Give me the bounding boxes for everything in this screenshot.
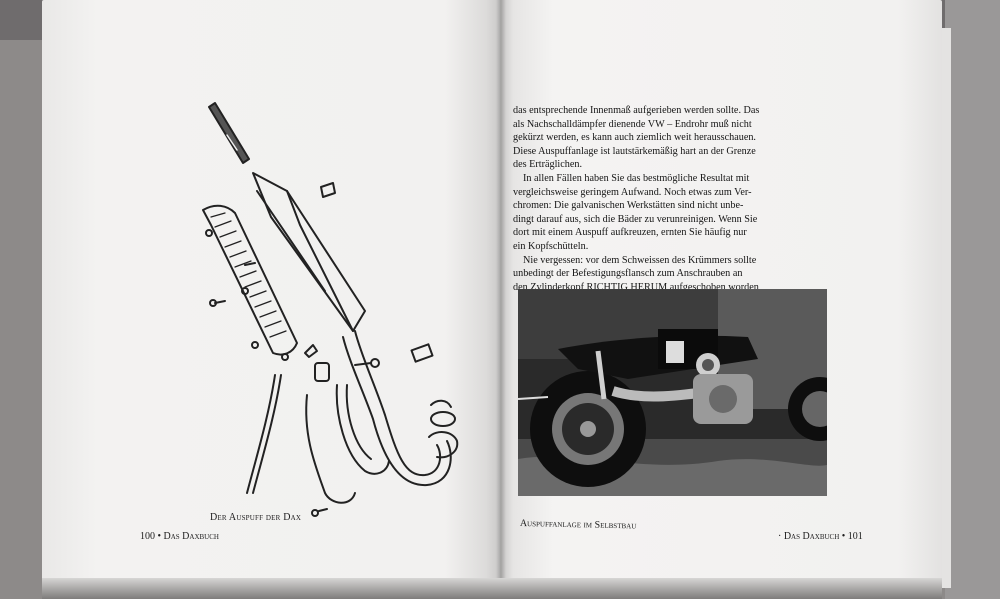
exhaust-exploded-drawing <box>202 102 459 517</box>
text-line: chromen: Die galvanischen Werkstätten si… <box>513 200 744 212</box>
text-line: ein Kopfschütteln. <box>513 240 589 252</box>
text-line: des Erträglichen. <box>513 159 583 171</box>
text-line: das entsprechende Innenmaß aufgerieben w… <box>513 105 760 116</box>
text-line: als Nachschalldämpfer dienende VW – Endr… <box>513 118 752 130</box>
text-line: Nie vergessen: vor dem Schweissen des Kr… <box>523 254 757 266</box>
text-line: gekürzt werden, es kann auch ziemlich we… <box>513 132 756 144</box>
bottom-shadow <box>42 578 942 599</box>
text-line: dingt darauf aus, sich die Bäder zu veru… <box>513 213 758 225</box>
text-line: den Zylinderkopf RICHTIG HERUM aufgescho… <box>513 281 759 293</box>
right-body-text: das entsprechende Innenmaß aufgerieben w… <box>513 104 788 294</box>
book-gutter <box>496 0 506 599</box>
text-line: vergleichsweise geringem Aufwand. Noch e… <box>513 186 752 198</box>
left-page <box>42 0 500 590</box>
left-figure-caption: Der Auspuff der Dax <box>210 512 302 523</box>
text-line: In allen Fällen haben Sie das bestmöglic… <box>523 172 750 184</box>
text-line: Diese Auspuffanlage ist lautstärkemäßig … <box>513 145 756 157</box>
text-line: unbedingt der Befestigungsflansch zum An… <box>513 268 743 280</box>
motorcycle-photo <box>518 289 827 496</box>
background-right <box>945 0 1000 599</box>
text-line: dort mit einem Auspuff aufkreuzen, ernte… <box>513 227 747 239</box>
left-page-folio: 100 • Das Daxbuch <box>140 531 219 542</box>
right-page-folio: · Das Daxbuch • 101 <box>778 531 863 542</box>
